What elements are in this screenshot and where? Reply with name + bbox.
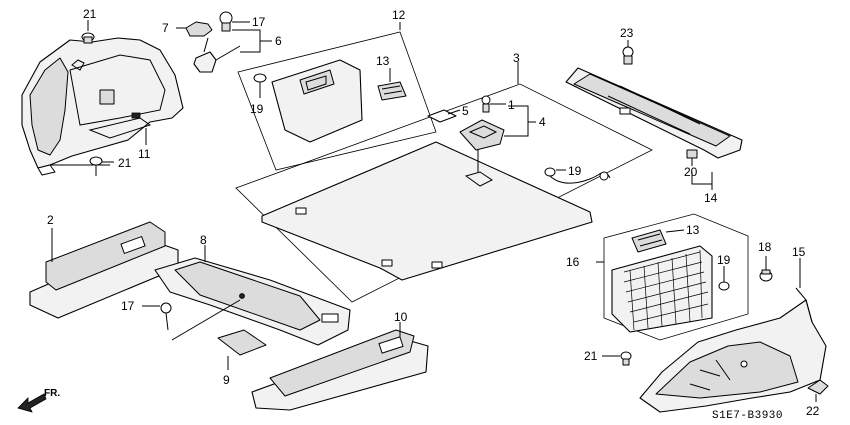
cover-part-12 [271,59,363,143]
callout-13-box16: 13 [686,223,700,237]
bolt-part-18 [759,256,773,282]
clip-part-20 [686,149,698,166]
cable-part-19 [544,167,611,184]
fastener-21-left [89,156,114,176]
callout-2: 2 [47,213,54,227]
callout-19-cable: 19 [568,164,582,178]
fastener-part-21-right [602,351,632,366]
hook-part-7 [176,21,213,37]
clip-part-22 [807,379,829,402]
callout-12: 12 [392,8,406,22]
callout-17-top: 17 [252,15,266,29]
callout-5: 5 [462,104,469,118]
bolt-part-17-top [219,11,250,32]
diagram-code: S1E7-B3930 [712,410,783,422]
screw-part-19-box12 [253,73,267,98]
callout-3: 3 [513,51,520,65]
callout-13-top: 13 [376,54,390,68]
callout-8: 8 [200,233,207,247]
fastener-21-top [81,20,95,44]
front-direction-arrow [17,393,47,413]
handle-part-4 [459,105,536,151]
callout-17-lower: 17 [121,299,135,313]
rear-panel-part-8 [154,245,351,346]
callout-23: 23 [620,26,634,40]
bracket-part-6 [193,29,272,73]
clip-part-13-top [377,68,407,101]
callout-19-box12: 19 [250,102,264,116]
screw-part-19-box16 [718,266,730,291]
front-direction-label: FR. [44,388,60,399]
callout-20: 20 [684,165,698,179]
callout-7: 7 [162,21,169,35]
callout-19-box16: 19 [717,253,731,267]
group-box-16 [603,213,749,341]
bolt-part-23 [622,40,634,65]
wheelhouse-lining-part-15 [639,258,827,413]
callout-6: 6 [275,34,282,48]
fastener-part-1 [481,95,506,113]
callout-21-right: 21 [584,349,598,363]
pad-part-5 [427,109,461,123]
callout-22: 22 [806,404,820,418]
group-box-12 [237,31,437,171]
rear-sill-part-14 [565,67,743,190]
lid-part-9 [217,329,267,370]
callout-14: 14 [704,191,718,205]
sill-panel-part-10 [251,322,429,411]
group-box-3 [235,83,653,303]
side-lining-part-11 [21,37,184,176]
callout-9: 9 [223,373,230,387]
clip-part-13-box16 [631,229,685,253]
callout-1: 1 [508,98,515,112]
sill-panel-part-2 [29,221,179,319]
callout-4: 4 [539,115,546,129]
callout-21-left: 21 [118,156,132,170]
grille-part-16 [611,245,713,333]
callout-21-top: 21 [83,7,97,21]
callout-15: 15 [792,245,806,259]
bolt-part-17-lower [142,299,241,341]
callout-10: 10 [394,310,408,324]
callout-18: 18 [758,240,772,254]
callout-16: 16 [566,255,580,269]
callout-11: 11 [138,147,151,161]
floor-panel-part-3 [261,141,593,281]
